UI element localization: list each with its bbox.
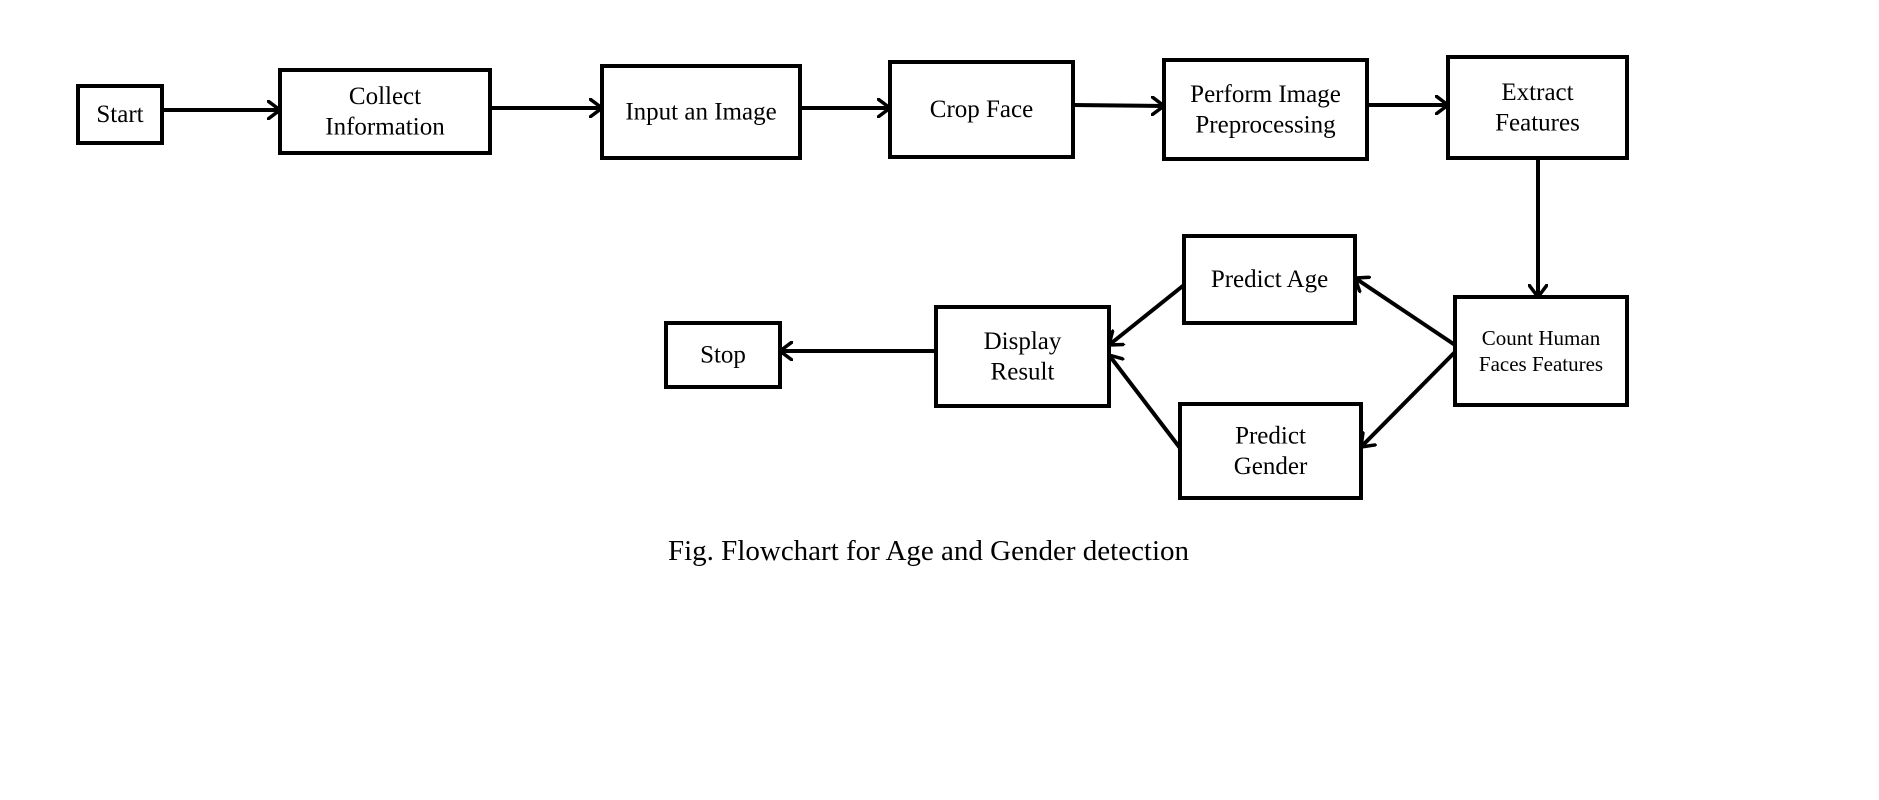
- node-box-gender: [1178, 402, 1363, 500]
- node-age: Predict Age: [1182, 234, 1357, 325]
- node-label-stop-line-1: Stop: [700, 342, 746, 369]
- node-label-display-line-2: Result: [991, 358, 1055, 385]
- node-box-start: [76, 84, 164, 145]
- node-label-preprocess-line-2: Preprocessing: [1195, 111, 1336, 138]
- arrow-age-to-display: [1109, 283, 1186, 345]
- node-box-crop: [888, 60, 1075, 159]
- arrow-count-to-gender: [1361, 350, 1457, 447]
- node-label-collect-line-2: Information: [325, 113, 445, 140]
- node-box-preprocess: [1162, 58, 1369, 161]
- node-label-collect-line-1: Collect: [349, 83, 421, 110]
- figure-caption: Fig. Flowchart for Age and Gender detect…: [668, 535, 1190, 567]
- node-label-gender-line-2: Gender: [1234, 453, 1308, 480]
- node-input: Input an Image: [600, 64, 802, 160]
- arrow-count-to-age: [1355, 278, 1457, 347]
- node-box-extract: [1446, 55, 1629, 160]
- node-label-gender-line-1: Predict: [1235, 422, 1306, 449]
- node-box-input: [600, 64, 802, 160]
- node-label-extract-line-1: Extract: [1501, 79, 1573, 106]
- node-label-count-line-1: Count Human: [1482, 326, 1601, 350]
- node-start: Start: [76, 84, 164, 145]
- node-label-input-line-1: Input an Image: [625, 99, 776, 126]
- node-label-preprocess-line-1: Perform Image: [1190, 81, 1341, 108]
- node-label-count-line-2: Faces Features: [1479, 352, 1603, 376]
- node-box-count: [1453, 295, 1629, 407]
- node-crop: Crop Face: [888, 60, 1075, 159]
- node-box-collect: [278, 68, 492, 155]
- node-label-start-line-1: Start: [96, 101, 143, 128]
- arrow-gender-to-display: [1109, 355, 1182, 450]
- node-box-display: [934, 305, 1111, 408]
- node-label-display-line-1: Display: [984, 328, 1062, 355]
- node-label-extract-line-2: Features: [1495, 109, 1580, 136]
- node-box-age: [1182, 234, 1357, 325]
- node-box-stop: [664, 321, 782, 389]
- node-label-crop-line-1: Crop Face: [930, 96, 1033, 123]
- arrow-crop-to-preprocess: [1072, 105, 1164, 106]
- node-stop: Stop: [664, 321, 782, 389]
- node-label-age-line-1: Predict Age: [1211, 266, 1328, 293]
